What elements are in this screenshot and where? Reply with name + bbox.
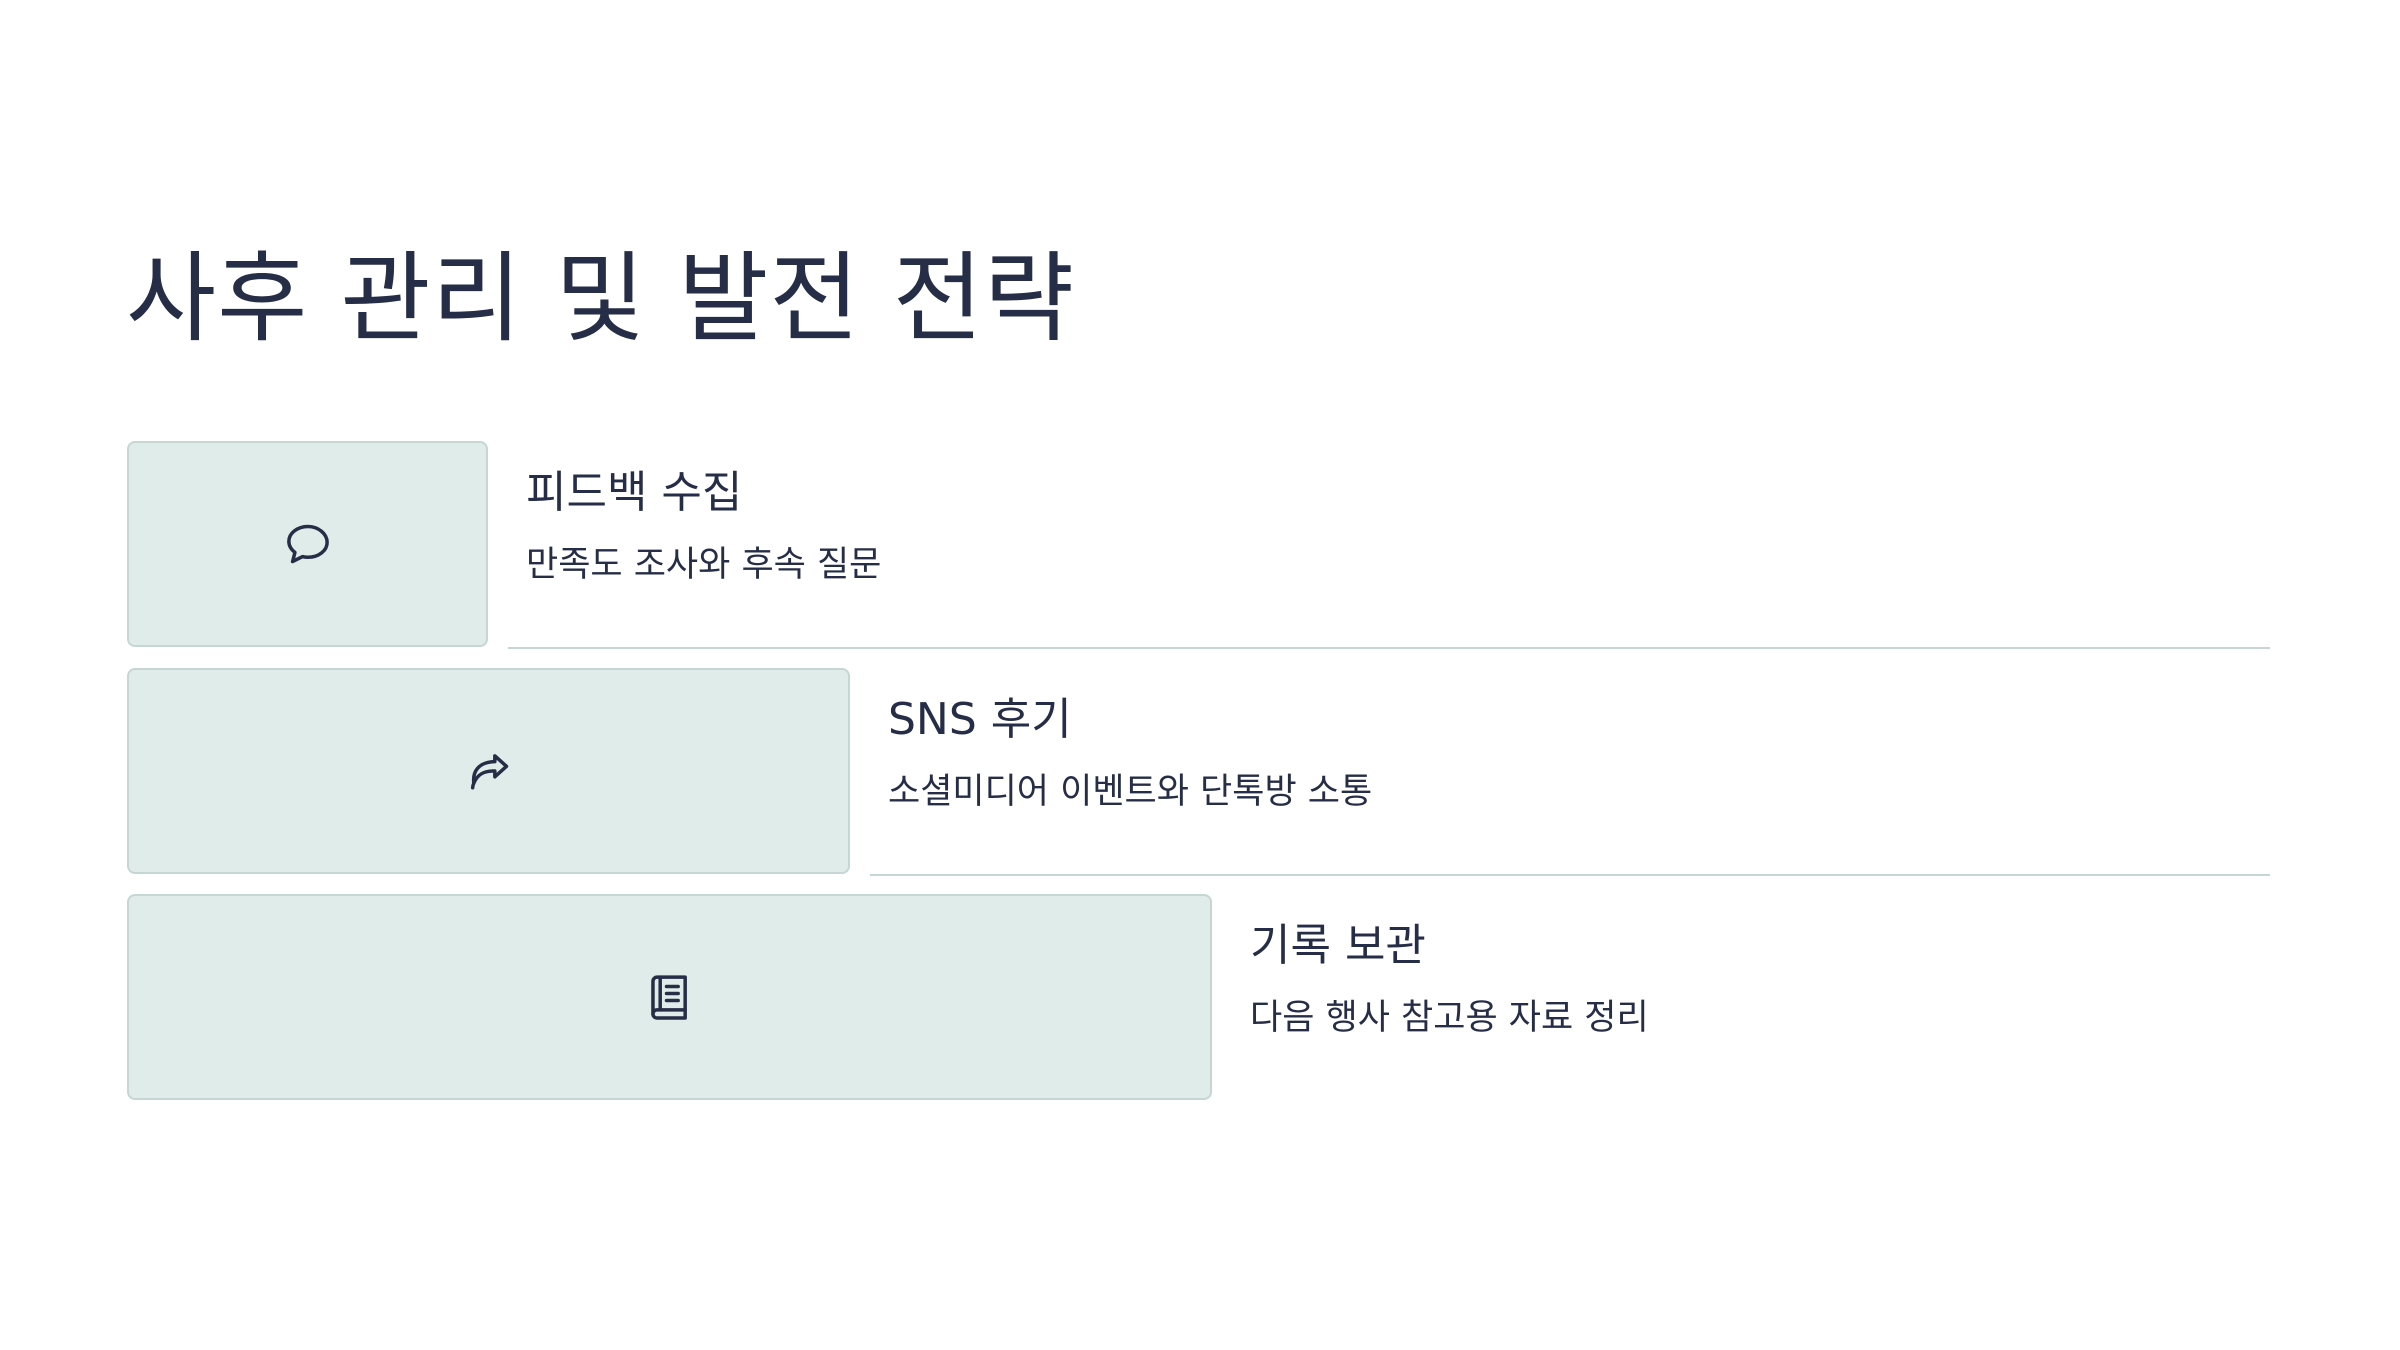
item-text: 피드백 수집 만족도 조사와 후속 질문 <box>526 471 881 583</box>
item-description: 다음 행사 참고용 자료 정리 <box>1250 998 1649 1038</box>
strategy-item-sns: SNS 후기 소셜미디어 이벤트와 단톡방 소통 <box>127 668 2270 876</box>
strategy-item-feedback: 피드백 수집 만족도 조사와 후속 질문 <box>127 441 2270 649</box>
share-arrow-icon <box>461 743 517 799</box>
item-title: 피드백 수집 <box>526 467 743 518</box>
row-divider <box>508 647 2270 649</box>
item-text: SNS 후기 소셜미디어 이벤트와 단톡방 소통 <box>888 698 1372 810</box>
slide-title: 사후 관리 및 발전 전략 <box>126 242 1076 356</box>
item-description: 만족도 조사와 후속 질문 <box>526 545 882 585</box>
icon-panel <box>127 894 1212 1100</box>
row-divider <box>870 874 2270 876</box>
book-icon <box>642 969 698 1025</box>
speech-bubble-icon <box>280 516 336 572</box>
item-text: 기록 보관 다음 행사 참고용 자료 정리 <box>1250 924 1649 1036</box>
icon-panel <box>127 668 850 874</box>
icon-panel <box>127 441 488 647</box>
strategy-item-archive: 기록 보관 다음 행사 참고용 자료 정리 <box>127 894 2270 1102</box>
item-title: SNS 후기 <box>888 694 1072 745</box>
item-title: 기록 보관 <box>1250 920 1426 971</box>
item-description: 소셜미디어 이벤트와 단톡방 소통 <box>888 772 1373 812</box>
